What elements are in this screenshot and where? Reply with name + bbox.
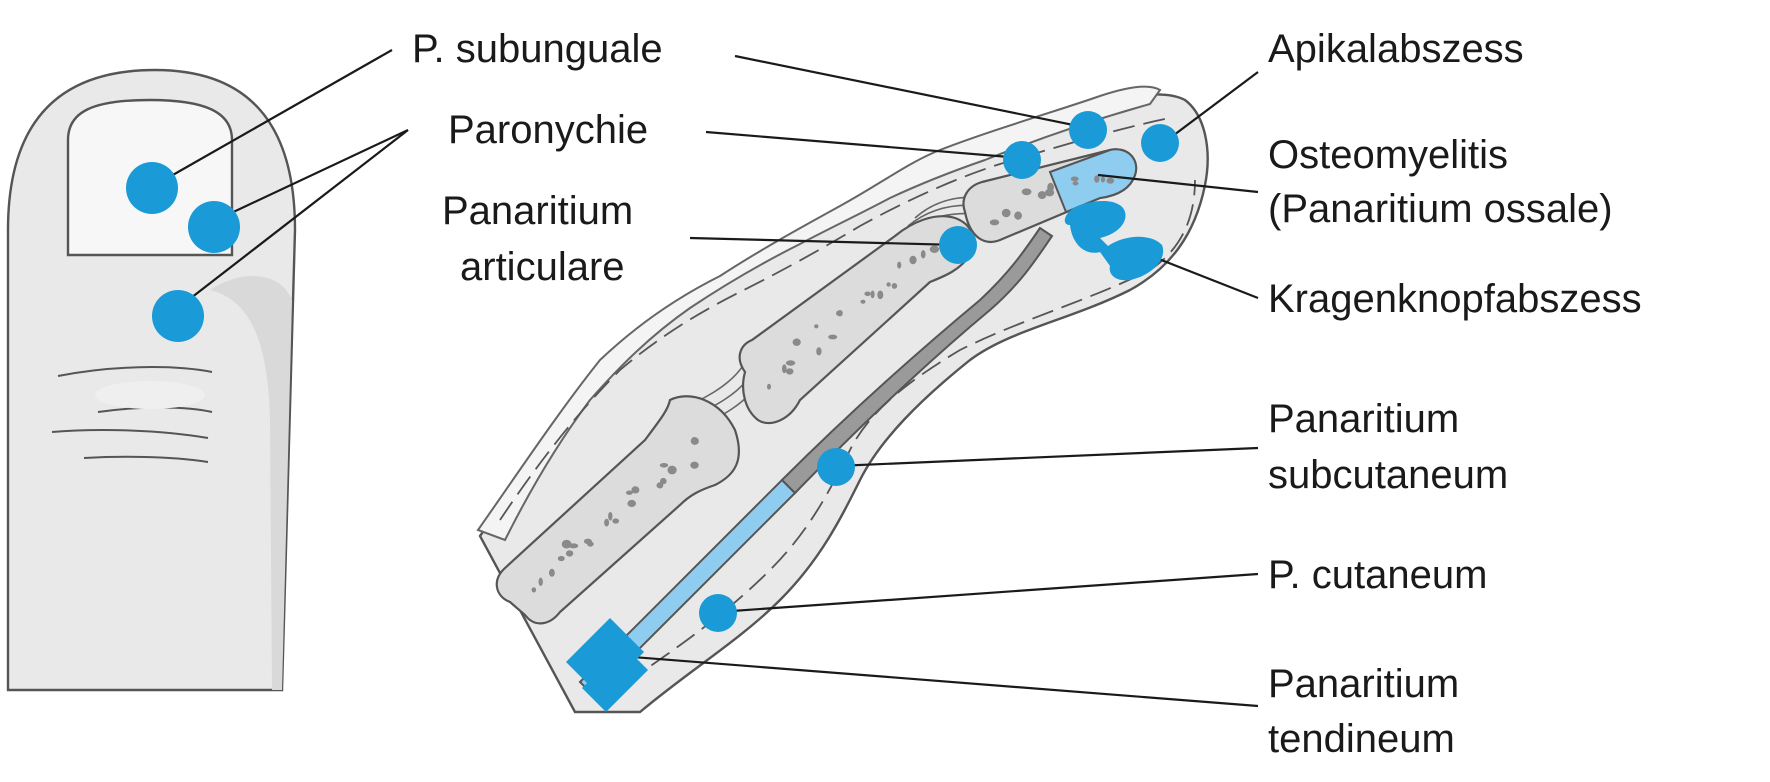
bone-pore [1037, 191, 1047, 200]
bone-pore [1072, 181, 1079, 186]
kragenknopf-abscess [1064, 200, 1164, 281]
tendon-sheath-abscess-2 [582, 646, 648, 712]
bone-pore [785, 368, 794, 375]
bone-marrow-pores [531, 175, 1115, 593]
bone-pore [836, 310, 842, 316]
spot-paronychie-dorsal-lower [152, 290, 204, 342]
bone-pore [538, 577, 543, 586]
bone-pore [828, 334, 838, 340]
bone-pore [877, 290, 884, 300]
bone-pore [631, 486, 640, 494]
bone-pore [1100, 176, 1106, 183]
bone-pore [627, 499, 636, 508]
bone-pore [608, 511, 613, 521]
spot-subunguale-dorsal [126, 162, 178, 214]
knuckle-crease-3 [51, 429, 209, 439]
label-apikalabszess: Apikalabszess [1268, 27, 1524, 71]
proximal-phalanx [495, 395, 740, 625]
label-paronychie: Paronychie [448, 108, 648, 152]
label-articulare-line2: articulare [460, 245, 625, 289]
finger-side-shading [210, 276, 292, 690]
bone-pore [897, 261, 902, 269]
label-subcutaneum-line2: subcutaneum [1268, 453, 1508, 497]
bone-pore [920, 250, 926, 259]
bone-pore [568, 543, 579, 549]
spot-apikalabszess [1141, 124, 1179, 162]
label-cutaneum: P. cutaneum [1268, 553, 1487, 597]
bone-pore [565, 550, 574, 557]
bone-pore [690, 437, 699, 445]
infection-spots [126, 111, 1179, 712]
bone-pore [792, 338, 801, 346]
spot-cutaneum [699, 594, 737, 632]
bone-pore [782, 364, 787, 374]
bone-pore [1047, 182, 1054, 192]
bone-pore [587, 541, 594, 547]
bone-pore [814, 324, 819, 329]
spot-subunguale-section [1069, 111, 1107, 149]
label-articulare-line1: Panaritium [442, 189, 633, 233]
bone-pore [1094, 175, 1100, 183]
bone-pore [659, 463, 669, 468]
spot-articulare [939, 226, 977, 264]
label-tendineum-line2: tendineum [1268, 717, 1455, 761]
bone-pore [767, 383, 771, 390]
bone-pore [1070, 176, 1079, 182]
label-osteomyelitis-line2: (Panaritium ossale) [1268, 187, 1613, 231]
bone-pore [604, 518, 610, 527]
label-kragenknopfabszess: Kragenknopfabszess [1268, 277, 1642, 321]
osteomyelitis-highlight [1048, 148, 1138, 214]
bone-pore [1001, 208, 1011, 218]
bone-pore [1021, 188, 1032, 196]
bone-pore [667, 465, 677, 475]
flexor-tendon-grey [780, 226, 1054, 495]
bone-pore [531, 587, 537, 593]
knuckle-highlight [95, 381, 205, 409]
bone-pore [989, 219, 1000, 226]
bone-pore [557, 555, 565, 562]
bone-pore [891, 283, 898, 289]
dorsal-skin-layer [476, 85, 1162, 542]
diagram-labels: P. subunguale Paronychie Panaritium arti… [412, 27, 1642, 761]
bone-pore [870, 290, 875, 299]
bone-pore [929, 245, 940, 253]
sagittal-finger-section [476, 85, 1209, 714]
tendon-sheath-abscess [566, 618, 644, 696]
label-subcutaneum-line1: Panaritium [1268, 397, 1459, 441]
leader-lines [149, 49, 1259, 708]
label-tendineum-line1: Panaritium [1268, 662, 1459, 706]
bone-pore [886, 282, 891, 287]
bone-pore [660, 477, 667, 485]
bone-pore [656, 482, 664, 489]
bone-pore [909, 255, 917, 265]
bone-pore [626, 490, 633, 495]
bone-pore [690, 461, 699, 469]
bone-pore [864, 291, 871, 297]
bone-pore [1106, 177, 1115, 184]
knuckle-crease-1 [57, 366, 213, 377]
knuckle-crease-4 [83, 455, 209, 463]
spot-paronychie-section [1003, 141, 1041, 179]
label-osteomyelitis-line1: Osteomyelitis [1268, 133, 1508, 177]
label-subunguale: P. subunguale [412, 27, 663, 71]
spot-subcutaneum [817, 448, 855, 486]
bone-pore [785, 360, 796, 366]
bone-pore [860, 299, 866, 304]
bone-pore [612, 518, 620, 524]
bone-pore [549, 568, 555, 577]
bone-pore [1014, 211, 1022, 220]
spot-paronychie-dorsal [188, 201, 240, 253]
bone-pore [816, 347, 822, 356]
